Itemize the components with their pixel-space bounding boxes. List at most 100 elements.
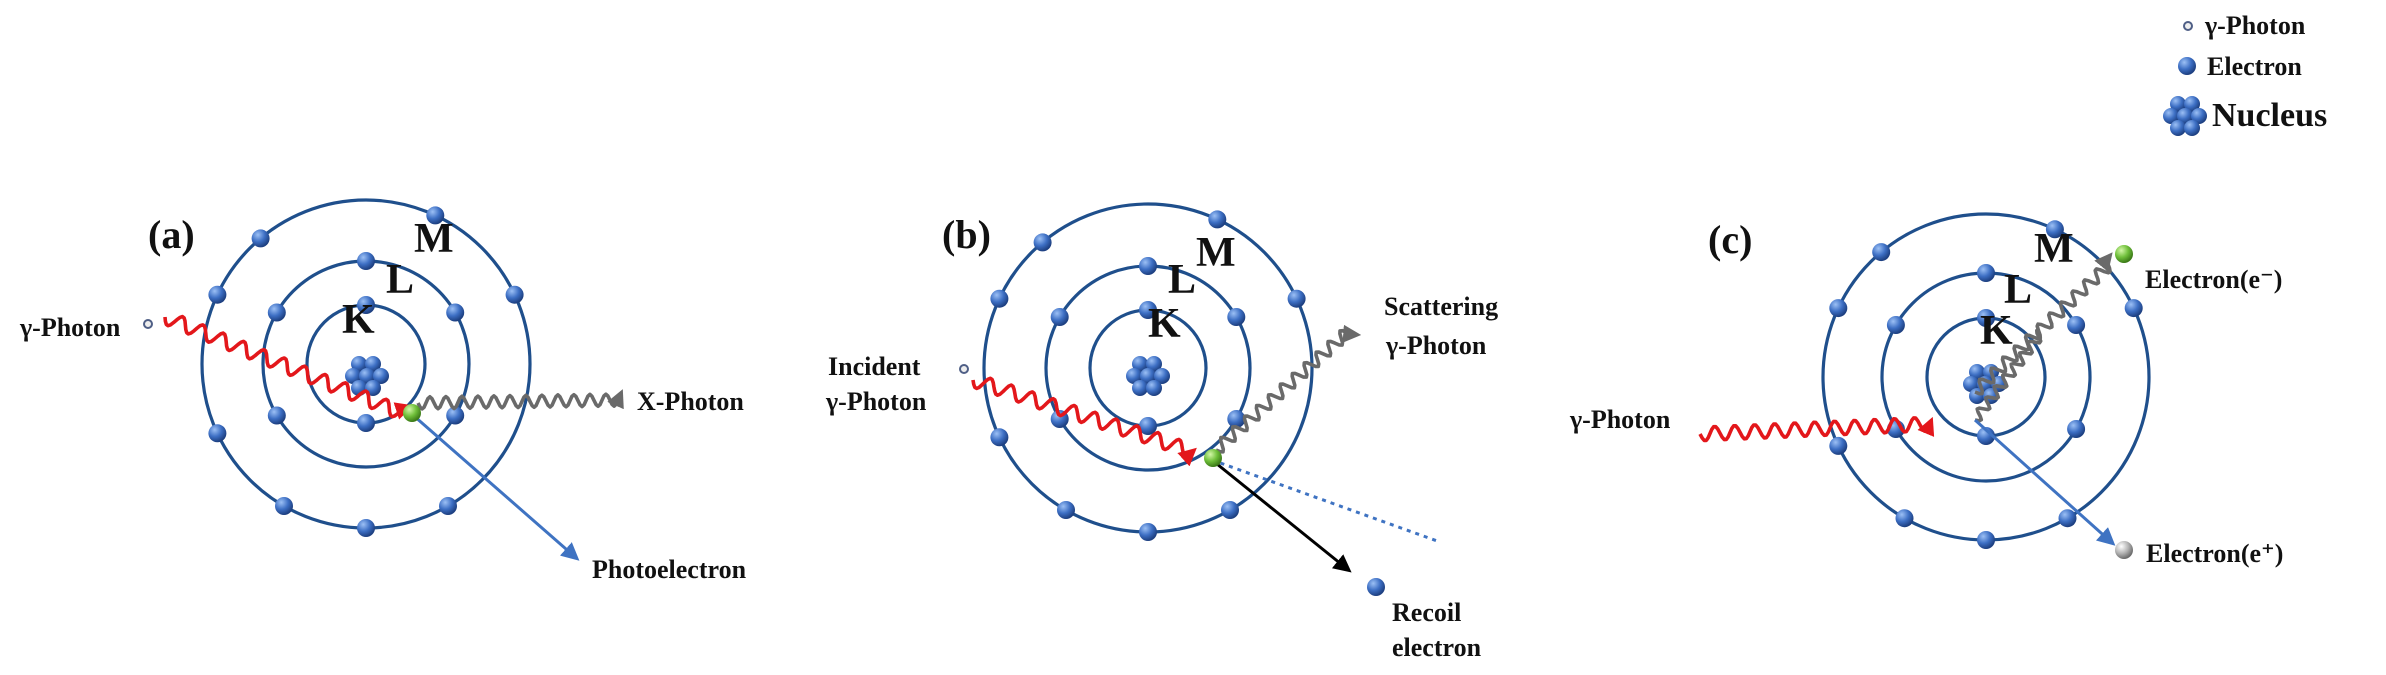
panel-a-shell-label-k: K (342, 297, 375, 343)
panel-b-incoming-label-2: γ-Photon (825, 387, 927, 416)
legend-electron-label: Electron (2207, 52, 2302, 81)
panel-c-label: (c) (1708, 217, 1752, 262)
nucleon (365, 356, 381, 372)
panel-c-electron-plus-label: Electron(e⁺) (2146, 539, 2283, 568)
panel-c-electron-minus-label: Electron(e⁻) (2145, 265, 2282, 294)
panel-a-photoelectron-line (413, 414, 580, 561)
electron-l-shell (1139, 257, 1157, 275)
electron-m-shell (2058, 509, 2077, 528)
panel-b-incident-dotted-line (1211, 458, 1441, 544)
electron-l-shell (2067, 420, 2086, 438)
electron-m-shell (275, 497, 293, 515)
electron-m-shell (990, 428, 1009, 447)
panel-b-photon-icon (959, 364, 969, 374)
electron-m-shell (1895, 509, 1914, 528)
nucleon (373, 368, 389, 384)
panel-a-label: (a) (148, 212, 195, 257)
nucleon (1126, 368, 1142, 384)
panel-b-recoil-line (1211, 458, 1352, 573)
panel-b-incoming-wave (971, 376, 1197, 467)
panel-b-label: (b) (942, 212, 991, 257)
electron-m-shell (1829, 436, 1848, 455)
panel-b-shell-label-l: L (1168, 257, 1196, 303)
panel-a-photoelectron-label: Photoelectron (592, 555, 747, 584)
electron-m-shell (505, 285, 524, 304)
panel-a-nucleus (345, 356, 389, 396)
nucleon (1154, 368, 1170, 384)
legend: γ-Photon Electron Nucleus (2163, 11, 2327, 136)
panel-a-photon-icon (143, 319, 153, 329)
panel-c: (c) K L M γ-Photon Electron(e⁻) Electron… (1569, 212, 2283, 568)
electron-m-shell (1287, 289, 1306, 308)
electron-l-shell (2067, 316, 2086, 334)
panel-a: (a) K L M γ-Photon X-Photon Photoelectro… (19, 198, 747, 584)
legend-nucleus-icon (2163, 96, 2207, 136)
electron-m-shell (1057, 501, 1075, 519)
nucleon (345, 368, 361, 384)
panel-c-electron-plus-wave (1974, 328, 2043, 423)
panel-a-incoming-wave (163, 314, 414, 420)
electron-l-shell (357, 252, 375, 270)
panel-b-recoil-label-2: electron (1392, 633, 1482, 662)
panel-a-excited-electron (403, 404, 421, 422)
nucleon (1146, 380, 1162, 396)
electron-k-shell (357, 414, 375, 432)
electron-m-shell (357, 519, 375, 537)
legend-electron-icon (2178, 57, 2196, 75)
electron-m-shell (1208, 210, 1227, 229)
legend-photon-icon (2183, 21, 2193, 31)
electron-m-shell (1033, 233, 1052, 252)
panel-a-xray-wave (416, 389, 624, 411)
panel-c-shell-label-m: M (2034, 226, 2074, 272)
electron-m-shell (1829, 299, 1848, 318)
panel-c-shell-label-k: K (1980, 308, 2013, 354)
panel-a-electrons (208, 206, 524, 537)
electron-k-shell (1139, 417, 1157, 435)
electron-l-shell (446, 406, 465, 425)
electron-l-shell (1050, 308, 1069, 326)
nucleon (1132, 380, 1148, 396)
electron-l-shell (1886, 316, 1905, 334)
electron-l-shell (1227, 308, 1246, 326)
legend-nucleus-label: Nucleus (2212, 97, 2327, 134)
panel-a-shell-label-m: M (414, 216, 454, 262)
electron-k-shell (1977, 309, 1995, 327)
panel-b-scattered-wave (1215, 324, 1362, 454)
panel-c-electron-minus (2115, 245, 2133, 263)
panel-a-incoming-label: γ-Photon (19, 313, 121, 342)
electron-l-shell (267, 303, 286, 322)
panel-b-scattered-label-1: Scattering (1384, 292, 1498, 321)
legend-photon-label: γ-Photon (2204, 11, 2306, 40)
panel-c-incoming-label: γ-Photon (1569, 405, 1671, 434)
panel-b-recoil-electron (1367, 578, 1385, 596)
panel-b-nucleus (1126, 356, 1170, 396)
panel-c-electrons (1829, 220, 2143, 549)
electron-m-shell (251, 229, 270, 248)
panel-b-incoming-label-1: Incident (828, 352, 921, 381)
panel-c-shell-label-l: L (2004, 267, 2032, 313)
electron-m-shell (439, 497, 457, 515)
electron-l-shell (446, 303, 465, 322)
electron-l-shell (1977, 264, 1995, 282)
panel-c-electron-plus-line (1973, 418, 2116, 546)
electron-m-shell (1872, 243, 1891, 262)
electron-m-shell (426, 206, 445, 225)
electron-m-shell (1221, 501, 1239, 519)
nucleon (1969, 364, 1985, 380)
panel-a-xray-label: X-Photon (637, 387, 744, 416)
nucleon (1146, 356, 1162, 372)
nucleon (351, 356, 367, 372)
electron-k-shell (357, 296, 375, 314)
panel-b-shell-label-m: M (1196, 230, 1236, 276)
electron-l-shell (1227, 410, 1246, 428)
nucleon (1132, 356, 1148, 372)
panel-b-electrons (990, 210, 1306, 541)
electron-m-shell (208, 424, 227, 443)
electron-m-shell (1139, 523, 1157, 541)
electron-m-shell (990, 289, 1009, 308)
panel-b-shell-label-k: K (1148, 301, 1181, 347)
electron-k-shell (1139, 301, 1157, 319)
panel-c-incoming-wave (1698, 416, 1935, 443)
panel-b-scattered-label-2: γ-Photon (1385, 331, 1487, 360)
panel-b-recoil-label-1: Recoil (1392, 598, 1461, 627)
